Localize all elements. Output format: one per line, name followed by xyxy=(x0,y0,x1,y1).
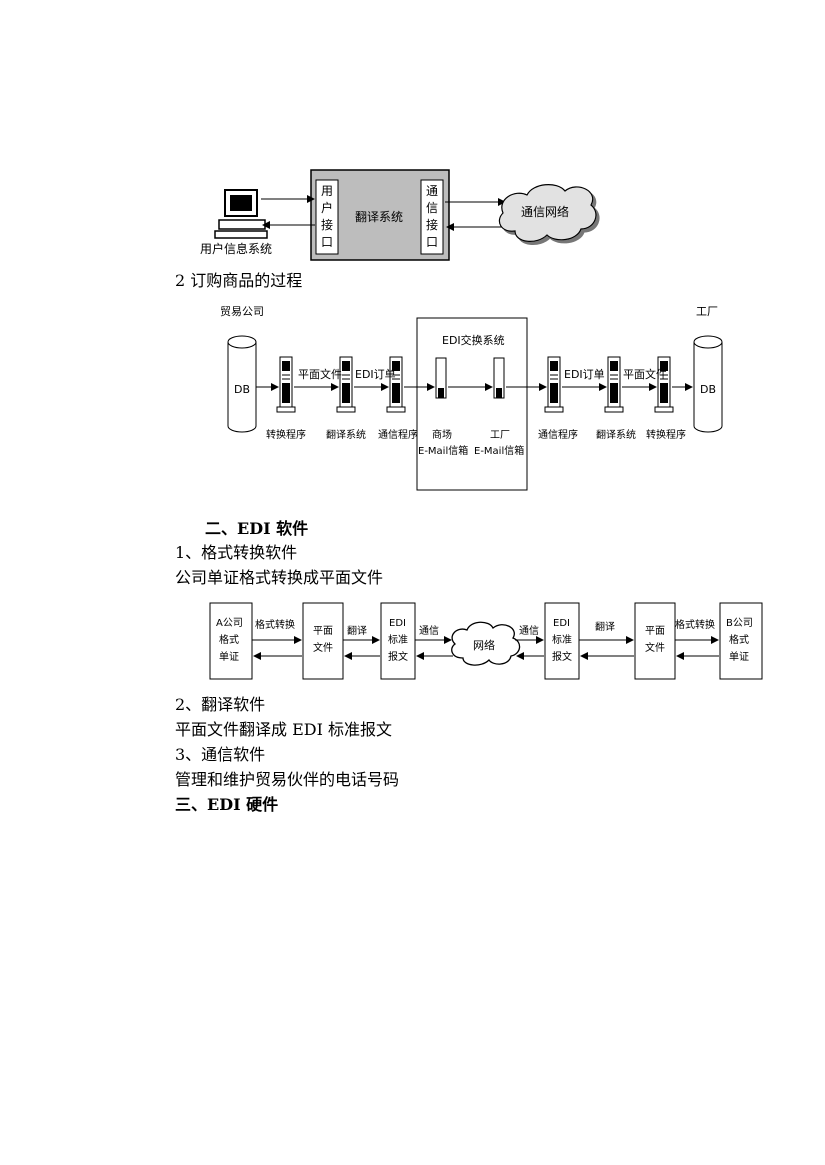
user-interface-char: 接 xyxy=(321,217,333,232)
comm-interface-char: 信 xyxy=(426,201,438,215)
section-order-process: 2 订购商品的过程 xyxy=(175,271,303,290)
format-convert-label: 格式转换 xyxy=(255,618,295,631)
svg-text:文件: 文件 xyxy=(313,641,333,654)
comm-label: 通信 xyxy=(519,625,539,637)
edi-message-box xyxy=(544,602,580,680)
flat-file-label: 平面文件 xyxy=(298,367,342,381)
svg-text:EDI: EDI xyxy=(389,618,406,629)
translation-system-label: 翻译系统 xyxy=(355,210,403,224)
flat-file-box xyxy=(634,602,676,680)
user-interface-char: 用 xyxy=(321,184,333,198)
item-format-conversion-desc: 公司单证格式转换成平面文件 xyxy=(175,568,384,587)
comm-interface-char: 接 xyxy=(426,217,438,232)
database-icon xyxy=(693,335,723,433)
user-system-label: 用户信息系统 xyxy=(200,241,272,256)
comm-label: 通信 xyxy=(419,625,439,637)
db-label: DB xyxy=(234,383,250,396)
svg-text:格式: 格式 xyxy=(219,633,239,646)
db-label: DB xyxy=(700,383,716,396)
network-cloud xyxy=(498,184,597,242)
edi-flow-diagram: A公司 格式 单证 平面 文件 EDI 标准 报文 网络 EDI 标准 报文 平… xyxy=(209,602,763,680)
trade-company-label: 贸易公司 xyxy=(220,305,264,318)
factory-mailbox-label: 工厂 xyxy=(490,430,510,441)
comm-program-label: 通信程序 xyxy=(378,428,418,441)
svg-text:EDI: EDI xyxy=(553,618,570,629)
svg-text:平面: 平面 xyxy=(645,626,665,637)
item-translation-software: 2、翻译软件 xyxy=(175,695,266,714)
server-icon xyxy=(654,356,674,413)
svg-text:文件: 文件 xyxy=(645,641,665,654)
svg-text:报文: 报文 xyxy=(388,650,408,663)
user-system-diagram: 用户信息系统 用 户 接 口 翻译系统 通 信 接 口 通信网络 xyxy=(200,169,597,261)
svg-text:单证: 单证 xyxy=(219,651,239,663)
flat-file-box xyxy=(302,602,344,680)
svg-text:单证: 单证 xyxy=(729,651,749,663)
edi-order-label: EDI订单 xyxy=(355,368,396,381)
edi-message-box xyxy=(380,602,416,680)
svg-text:标准: 标准 xyxy=(552,634,572,646)
heading-edi-hardware: 三、EDI 硬件 xyxy=(175,795,279,814)
edi-order-label: EDI订单 xyxy=(564,368,605,381)
translator-label: 翻译系统 xyxy=(596,428,636,441)
server-icon xyxy=(276,356,296,413)
computer-icon xyxy=(214,189,268,239)
server-icon xyxy=(544,356,564,413)
comm-interface-box xyxy=(420,179,444,255)
user-interface-box xyxy=(315,179,339,255)
comm-interface-char: 口 xyxy=(426,235,438,249)
edi-exchange-label: EDI交换系统 xyxy=(442,333,505,347)
factory-label: 工厂 xyxy=(696,305,718,318)
converter-label: 转换程序 xyxy=(266,428,306,441)
network-label: 通信网络 xyxy=(521,204,569,219)
converter-label: 转换程序 xyxy=(646,428,686,441)
svg-text:B公司: B公司 xyxy=(726,618,753,629)
network-label: 网络 xyxy=(473,638,495,652)
format-convert-label: 格式转换 xyxy=(675,618,715,631)
network-cloud xyxy=(451,621,521,666)
edi-exchange-box xyxy=(416,317,528,491)
a-company-doc-box xyxy=(209,602,253,680)
item-comm-software: 3、通信软件 xyxy=(175,745,266,764)
svg-text:A公司: A公司 xyxy=(216,618,243,629)
mailbox-label: E-Mail信箱 xyxy=(418,444,468,457)
server-icon xyxy=(604,356,624,413)
translate-label: 翻译 xyxy=(347,625,367,637)
user-interface-char: 口 xyxy=(321,235,333,249)
database-icon xyxy=(227,335,257,433)
translator-label: 翻译系统 xyxy=(326,428,366,441)
svg-text:平面: 平面 xyxy=(313,626,333,637)
svg-text:报文: 报文 xyxy=(552,650,572,663)
item-comm-desc: 管理和维护贸易伙伴的电话号码 xyxy=(175,770,400,789)
heading-edi-software: 二、EDI 软件 xyxy=(205,519,309,538)
translate-label: 翻译 xyxy=(595,621,615,633)
user-interface-char: 户 xyxy=(321,200,333,215)
flat-file-label: 平面文件 xyxy=(623,367,667,381)
comm-program-label: 通信程序 xyxy=(538,428,578,441)
item-format-conversion: 1、格式转换软件 xyxy=(175,543,298,562)
svg-text:标准: 标准 xyxy=(388,634,408,646)
mailbox-label: E-Mail信箱 xyxy=(474,444,524,457)
mall-label: 商场 xyxy=(432,428,452,441)
svg-text:格式: 格式 xyxy=(729,633,749,646)
item-translation-desc: 平面文件翻译成 EDI 标准报文 xyxy=(175,720,393,739)
server-icon xyxy=(386,356,406,413)
comm-interface-char: 通 xyxy=(426,184,438,198)
order-process-diagram: 贸易公司 工厂 DB DB EDI交换系统 平面文件 EDI订单 EDI订单 平… xyxy=(220,305,723,491)
server-icon xyxy=(336,356,356,413)
b-company-doc-box xyxy=(719,602,763,680)
